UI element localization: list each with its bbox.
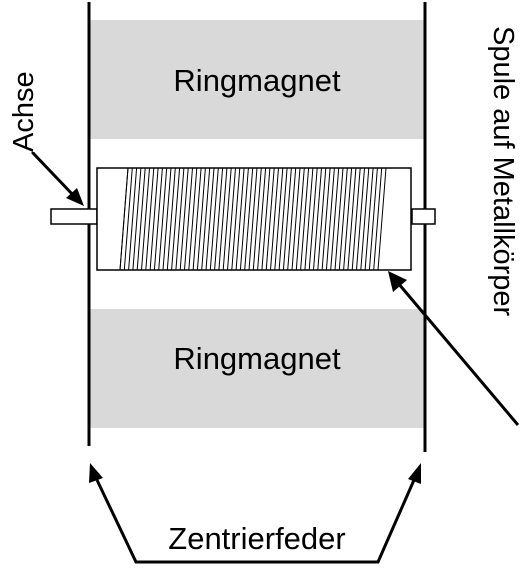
- coil-label: Spule auf Metallkörper: [487, 26, 519, 316]
- coil-winding: [278, 167, 288, 271]
- axle-right: [411, 208, 436, 225]
- coil-winding: [205, 167, 215, 271]
- coil-winding: [209, 167, 219, 271]
- ring-magnet-top-label: Ringmagnet: [173, 63, 341, 98]
- coil-winding: [334, 167, 344, 271]
- coil-winding: [179, 167, 189, 271]
- coil-winding: [149, 167, 159, 271]
- coil-winding: [128, 167, 138, 271]
- coil-winding: [343, 167, 353, 271]
- coil-winding: [201, 167, 211, 271]
- coil-winding: [188, 167, 198, 271]
- coil-winding: [308, 167, 318, 271]
- coil-winding: [295, 167, 305, 271]
- coil-winding: [325, 167, 335, 271]
- coil-winding: [153, 167, 163, 271]
- coil-winding: [222, 167, 232, 271]
- coil-winding: [300, 167, 310, 271]
- ring-magnet-top: [89, 20, 425, 139]
- coil-winding: [313, 167, 322, 271]
- coil-winding: [368, 167, 378, 271]
- coil-winding: [347, 167, 357, 271]
- coil-winding: [158, 167, 168, 271]
- coil-winding: [123, 167, 133, 271]
- coil-winding: [338, 167, 348, 271]
- coil-winding: [351, 167, 361, 271]
- coil-pointer-arrow: [388, 271, 520, 426]
- coil-winding: [270, 167, 279, 271]
- coil-winding: [364, 167, 374, 271]
- coil-winding-outline: [119, 167, 387, 271]
- ring-magnet-bottom-label: Ringmagnet: [173, 341, 341, 376]
- coil-winding: [252, 167, 262, 271]
- coil-winding: [373, 167, 383, 271]
- coil-winding: [214, 167, 224, 271]
- axle-left: [50, 208, 98, 225]
- coil-winding: [330, 167, 340, 271]
- coil-winding: [248, 167, 258, 271]
- coil-winding: [282, 167, 292, 271]
- coil-winding: [291, 167, 301, 271]
- axle-label: Achse: [8, 71, 40, 152]
- coil-winding: [231, 167, 241, 271]
- coil-winding: [257, 167, 267, 271]
- coil-winding: [218, 167, 228, 271]
- coil-windings: [119, 167, 387, 271]
- coil-winding: [239, 167, 249, 271]
- coil-winding: [227, 167, 236, 271]
- coil-winding: [317, 167, 327, 271]
- coil-winding: [166, 167, 176, 271]
- coil-winding: [184, 167, 193, 271]
- coil-winding: [304, 167, 314, 271]
- ring-magnet-bottom: [89, 309, 425, 428]
- coil-winding: [136, 167, 146, 271]
- coil-winding: [192, 167, 202, 271]
- axle-pointer-arrow: [31, 151, 84, 206]
- coil-winding: [162, 167, 172, 271]
- spring-pointer-arrows: [89, 463, 421, 564]
- spring-label: Zentrierfeder: [168, 521, 345, 556]
- coil-winding: [171, 167, 181, 271]
- coil-winding: [356, 167, 365, 271]
- coil-winding: [132, 167, 142, 271]
- coil-winding: [321, 167, 331, 271]
- coil-winding: [175, 167, 185, 271]
- coil-winding: [287, 167, 297, 271]
- coil-winding: [261, 167, 271, 271]
- coil-winding: [360, 167, 370, 271]
- coil-winding: [274, 167, 284, 271]
- coil-winding: [265, 167, 275, 271]
- coil-winding: [141, 167, 150, 271]
- coil-winding: [145, 167, 155, 271]
- coil-winding: [196, 167, 206, 271]
- coil-winding: [235, 167, 245, 271]
- coil-winding: [244, 167, 254, 271]
